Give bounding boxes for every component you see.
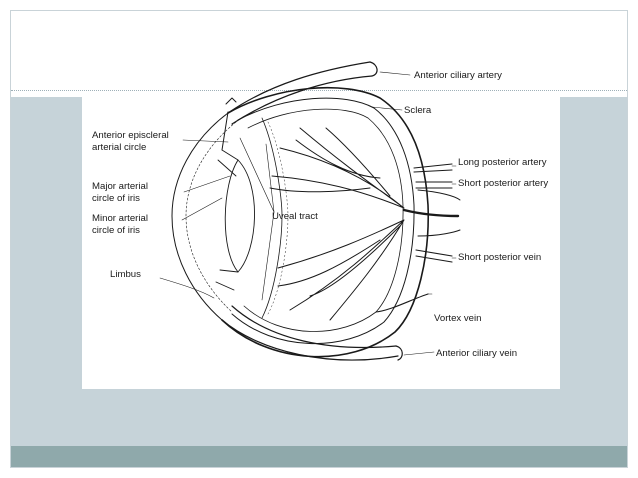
label-short-posterior-artery: Short posterior artery	[458, 178, 548, 189]
ant-ciliary-vein-cap	[395, 345, 403, 361]
leader-major-arterial	[183, 175, 231, 193]
leader-sclera	[371, 106, 403, 111]
leader-anterior-ciliary-vein	[403, 351, 435, 356]
optic-nerve	[417, 189, 461, 237]
episcleral-stub	[221, 97, 237, 151]
vortex-vein-vessel	[375, 293, 429, 313]
label-major-arterial-1: Major arterial	[92, 181, 148, 192]
label-short-posterior-vein: Short posterior vein	[458, 252, 541, 263]
leader-anterior-ciliary-artery	[379, 71, 411, 76]
ant-ciliary-artery-vessel	[227, 61, 373, 125]
leader-episcleral	[182, 139, 229, 143]
label-anterior-ciliary-vein: Anterior ciliary vein	[436, 348, 517, 359]
dotted-rule	[11, 90, 627, 91]
retinal-vessels-lower	[277, 219, 405, 321]
label-anterior-ciliary-artery: Anterior ciliary artery	[414, 70, 502, 81]
leader-minor-arterial	[181, 197, 223, 221]
label-limbus: Limbus	[110, 269, 141, 280]
lens	[224, 159, 255, 273]
choroid-line	[243, 108, 404, 332]
label-major-arterial-2: circle of iris	[92, 193, 140, 204]
iris-upper	[217, 149, 239, 177]
retinal-vessels-upper	[269, 127, 405, 209]
cornea-inner	[185, 121, 237, 313]
leader-uveal-2	[265, 143, 275, 213]
iris-lower	[215, 269, 239, 291]
ciliary-body	[261, 117, 283, 319]
label-minor-arterial-2: circle of iris	[92, 225, 140, 236]
short-posterior-artery-vessel	[415, 181, 453, 189]
sclera-inner	[231, 97, 415, 344]
label-anterior-episcleral-2: arterial circle	[92, 142, 146, 153]
label-minor-arterial-1: Minor arterial	[92, 213, 148, 224]
long-posterior-artery-vessel	[413, 163, 453, 173]
leader-uveal-1	[239, 137, 275, 213]
leader-uveal-3	[261, 211, 275, 301]
label-sclera: Sclera	[404, 105, 432, 116]
ant-ciliary-artery-cap	[369, 61, 378, 77]
cornea	[171, 112, 229, 321]
leader-limbus	[159, 277, 215, 299]
label-anterior-episcleral-1: Anterior episcleral	[92, 130, 169, 141]
sclera-outer	[221, 86, 430, 358]
label-uveal-tract: Uveal tract	[272, 211, 318, 222]
slide-frame	[10, 10, 628, 468]
optic-disc	[402, 208, 460, 218]
footer-bar	[11, 446, 627, 467]
short-posterior-vein-vessel	[415, 249, 453, 263]
label-vortex-vein: Vortex vein	[434, 313, 481, 324]
label-long-posterior-artery: Long posterior artery	[458, 157, 547, 168]
ant-ciliary-vein-vessel	[221, 305, 399, 361]
ciliary-stripes	[267, 121, 289, 315]
